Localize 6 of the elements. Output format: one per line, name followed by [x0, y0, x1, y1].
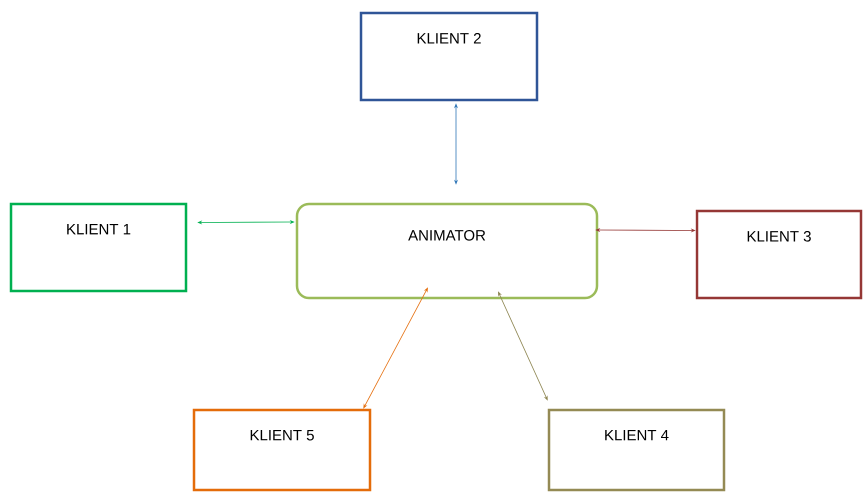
box: KLIENT 4: [548, 408, 726, 492]
box: KLIENT 5: [192, 408, 372, 492]
box: KLIENT 3: [696, 210, 862, 300]
box: KLIENT 1: [10, 202, 188, 292]
rounded-box: ANIMATOR: [296, 202, 598, 300]
box: KLIENT 2: [360, 12, 538, 102]
